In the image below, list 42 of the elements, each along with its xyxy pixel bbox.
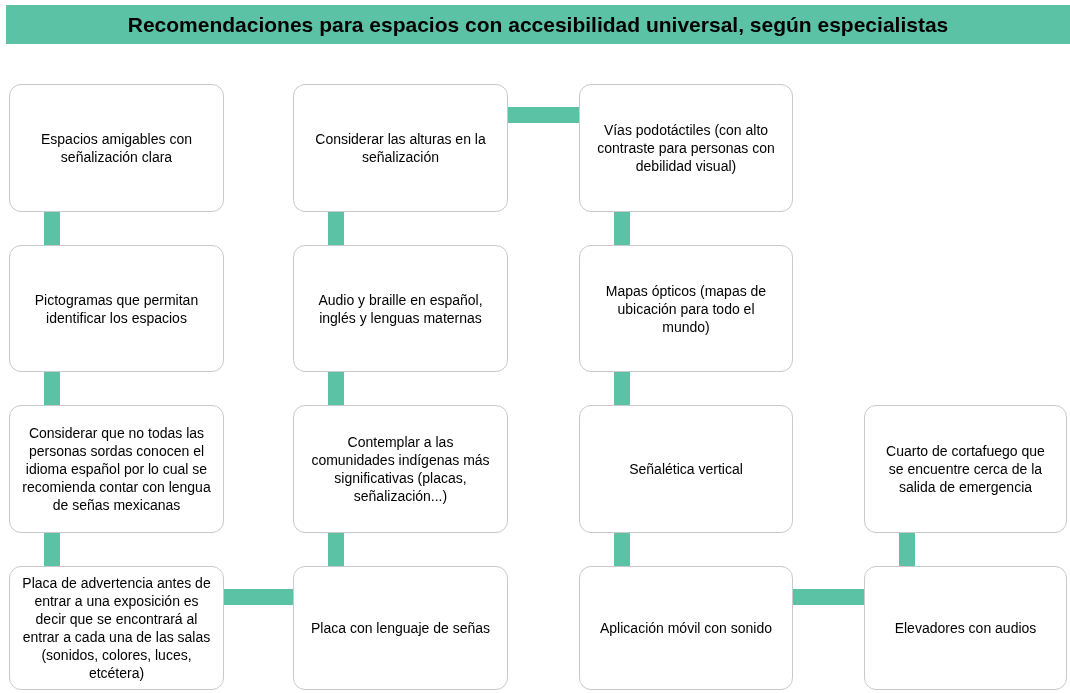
connector-bar bbox=[614, 212, 630, 245]
recommendation-box bbox=[579, 566, 793, 690]
recommendation-text: Considerar las alturas en la señalización bbox=[314, 130, 487, 166]
recommendation-text: Pictogramas que permitan identificar los espacios bbox=[33, 290, 200, 327]
recommendation-box bbox=[293, 566, 508, 690]
connector-bar bbox=[44, 212, 60, 245]
connector-bar bbox=[328, 372, 344, 405]
recommendation-text: Vías podotáctiles (con alto contraste para personas con debilidad visual) bbox=[596, 121, 776, 175]
connector-bar bbox=[614, 372, 630, 405]
recommendation-box bbox=[9, 405, 224, 533]
recommendation-box bbox=[293, 405, 508, 533]
recommendation-box bbox=[864, 405, 1067, 533]
connector-bar bbox=[793, 589, 864, 605]
connector-bar bbox=[508, 107, 579, 123]
recommendation-box bbox=[864, 566, 1067, 690]
connector-bar bbox=[614, 533, 630, 566]
recommendation-box bbox=[9, 245, 224, 372]
title-banner: Recomendaciones para espacios con accesibilidad universal, según especialistas bbox=[6, 5, 1070, 44]
connector-bar bbox=[224, 589, 293, 605]
recommendation-text: Aplicación móvil con sonido bbox=[600, 619, 772, 637]
recommendation-box bbox=[293, 84, 508, 212]
recommendation-box bbox=[293, 245, 508, 372]
recommendation-text: Elevadores con audios bbox=[894, 619, 1037, 637]
recommendation-text: Señalética vertical bbox=[629, 460, 743, 478]
recommendation-text: Placa con lenguaje de señas bbox=[311, 619, 490, 637]
recommendation-box bbox=[9, 566, 224, 690]
recommendation-box bbox=[579, 245, 793, 372]
recommendation-text: Placa de advertencia antes de entrar a una exposición es decir que se encontrará al entrar a cada una de las salas (sonidos, colores, luces, etcétera) bbox=[22, 574, 211, 682]
recommendation-box bbox=[579, 84, 793, 212]
recommendation-text: Considerar que no todas las personas sordas conocen el idioma español por lo cual se recomienda contar con lengua de señas mexicanas bbox=[22, 424, 211, 514]
connector-bar bbox=[899, 533, 915, 566]
recommendation-text: Audio y braille en español, inglés y lenguas maternas bbox=[317, 290, 484, 327]
connector-bar bbox=[328, 212, 344, 245]
recommendation-box bbox=[9, 84, 224, 212]
recommendation-box bbox=[579, 405, 793, 533]
recommendation-text: Mapas ópticos (mapas de ubicación para todo el mundo) bbox=[604, 281, 768, 336]
recommendation-text: Contemplar a las comunidades indígenas más significativas (placas, señalización...) bbox=[310, 433, 491, 505]
recommendation-text: Cuarto de cortafuego que se encuentre cerca de la salida de emergencia bbox=[885, 442, 1046, 496]
connector-bar bbox=[44, 372, 60, 405]
connector-bar bbox=[44, 533, 60, 566]
recommendation-text: Espacios amigables con señalización clara bbox=[40, 130, 193, 166]
connector-bar bbox=[328, 533, 344, 566]
